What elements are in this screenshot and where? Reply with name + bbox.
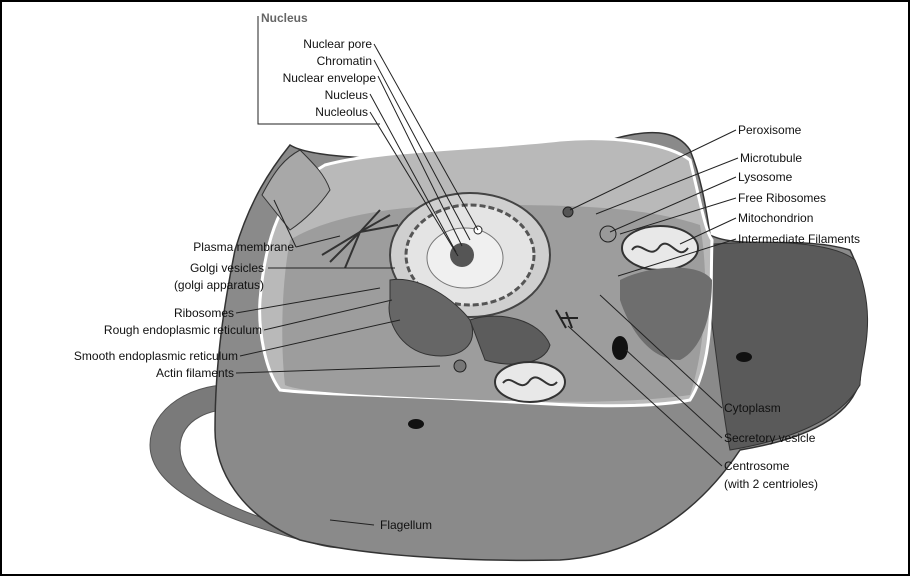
- vacuole-shape: [454, 360, 466, 372]
- label-ribosomes: Ribosomes: [174, 306, 234, 320]
- label-intermediate-filaments: Intermediate Filaments: [738, 232, 860, 246]
- label-rough-er: Rough endoplasmic reticulum: [104, 323, 262, 337]
- label-secretory-vesicle: Secretory vesicle: [724, 431, 816, 445]
- label-golgi-apparatus: (golgi apparatus): [174, 278, 264, 292]
- label-mitochondrion: Mitochondrion: [738, 211, 813, 225]
- label-centrosome: Centrosome: [724, 459, 790, 473]
- label-microtubule: Microtubule: [740, 151, 802, 165]
- peroxisome-shape: [563, 207, 573, 217]
- label-lysosome: Lysosome: [738, 170, 793, 184]
- nucleus-group-title: Nucleus: [261, 11, 308, 25]
- label-free-ribosomes: Free Ribosomes: [738, 191, 826, 205]
- dark-vesicle-2: [408, 419, 424, 429]
- cell-right-lobe: [700, 242, 868, 450]
- label-smooth-er: Smooth endoplasmic reticulum: [74, 349, 238, 363]
- label-actin-filaments: Actin filaments: [156, 366, 234, 380]
- label-flagellum: Flagellum: [380, 518, 432, 532]
- label-nucleolus: Nucleolus: [315, 105, 368, 119]
- label-nuclear-envelope: Nuclear envelope: [283, 71, 377, 85]
- secretory-vesicle-shape: [612, 336, 628, 360]
- label-nucleus: Nucleus: [325, 88, 368, 102]
- label-golgi-vesicles: Golgi vesicles: [190, 261, 264, 275]
- label-chromatin: Chromatin: [317, 54, 372, 68]
- label-peroxisome: Peroxisome: [738, 123, 802, 137]
- label-nuclear-pore: Nuclear pore: [303, 37, 372, 51]
- lysosome-shape: [600, 226, 616, 242]
- dark-vesicle-1: [736, 352, 752, 362]
- label-centrioles: (with 2 centrioles): [724, 477, 818, 491]
- label-cytoplasm: Cytoplasm: [724, 401, 781, 415]
- label-plasma-membrane: Plasma membrane: [193, 240, 294, 254]
